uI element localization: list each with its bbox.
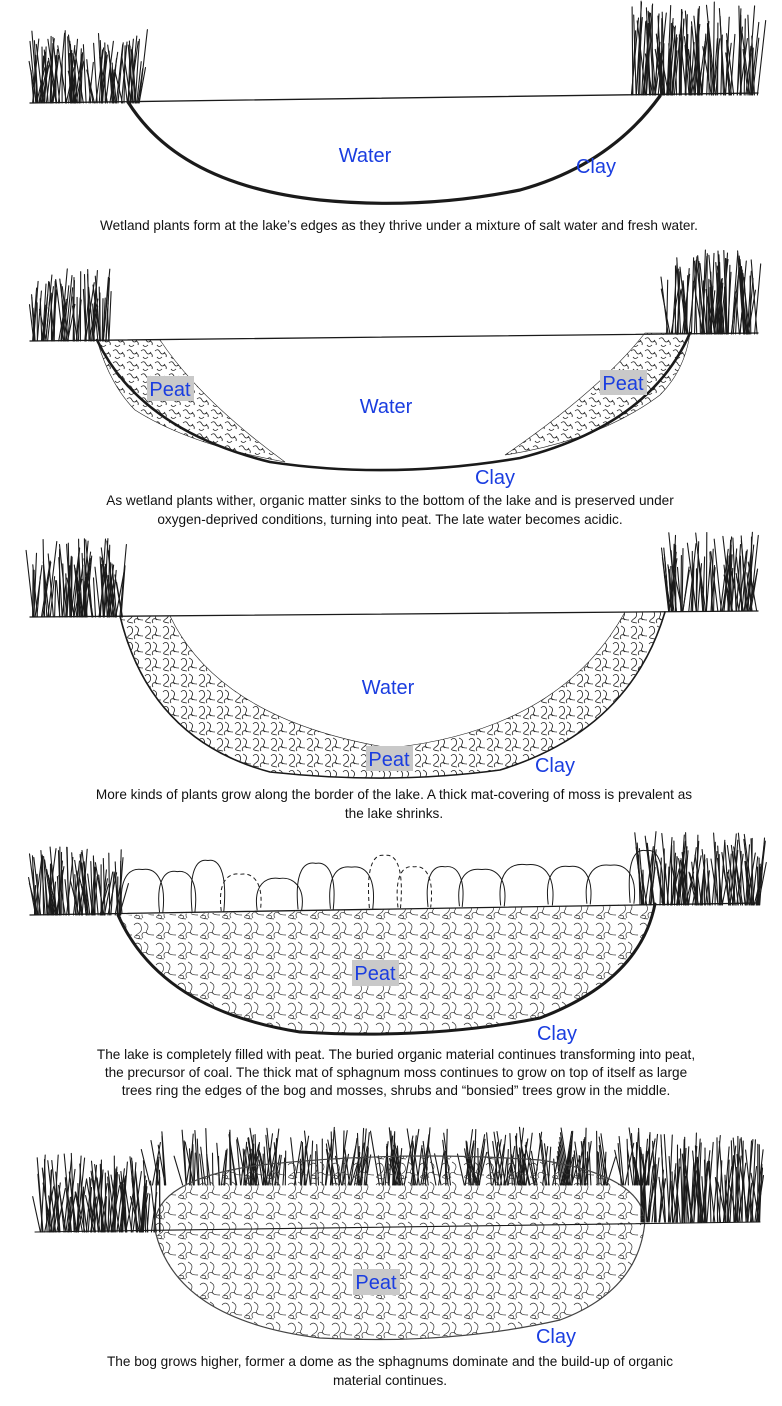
peat-label-box (366, 746, 413, 771)
caption-line: the lake shrinks. (345, 806, 443, 821)
peat-label-box (147, 376, 194, 401)
clay-label: Clay (536, 1326, 576, 1348)
peat-label: Peat (355, 1272, 397, 1294)
peat-label: Peat (354, 963, 396, 985)
caption-line: The lake is completely filled with peat.… (97, 1047, 695, 1062)
panel-2: Peat Peat Water Clay As wetland plants w… (28, 249, 762, 527)
wetland-grass-right (660, 249, 762, 335)
caption-line: Wetland plants form at the lake’s edges … (100, 218, 698, 233)
water-label: Water (339, 145, 392, 167)
wetland-grass-left (25, 538, 127, 618)
clay-label: Clay (535, 755, 575, 777)
panel-5: Peat Clay The bog grows higher, former a… (32, 1126, 765, 1388)
lake-basin (119, 611, 666, 779)
peat-label-right: Peat (602, 373, 644, 395)
peat-label-box (352, 960, 399, 986)
panel-1: Water Clay Wetland plants form at the la… (28, 0, 767, 233)
ground-line (29, 902, 759, 916)
caption-line: material continues. (333, 1373, 447, 1388)
peat-dome (154, 1155, 646, 1341)
lake-basin (126, 94, 662, 205)
wetland-grass-right (660, 531, 759, 612)
wetland-grass-left (28, 29, 148, 104)
lake-basin (116, 902, 657, 1036)
wetland-grass-right (630, 0, 767, 96)
clay-label: Clay (475, 467, 515, 489)
ground-line (34, 1221, 761, 1233)
wetland-grass-left (32, 1152, 161, 1233)
peat-label-left: Peat (149, 379, 191, 401)
caption-line: the precursor of coal. The thick mat of … (105, 1065, 687, 1080)
peat-deposit-right (504, 332, 691, 456)
clay-label: Clay (537, 1023, 577, 1045)
wetland-grass-right (638, 1132, 765, 1223)
lake-basin (95, 331, 692, 472)
shrub-row (120, 849, 664, 914)
panel-4: Peat Clay The lake is completely filled … (28, 831, 767, 1098)
wetland-grass-left (28, 268, 112, 342)
water-label: Water (362, 677, 415, 699)
wetland-grass-left (28, 846, 129, 916)
peat-label-box (353, 1269, 400, 1295)
panel-3: Water Peat Clay More kinds of plants gro… (25, 531, 759, 821)
peat-label: Peat (368, 749, 410, 771)
ground-line (29, 332, 759, 342)
water-label: Water (360, 396, 413, 418)
caption-line: More kinds of plants grow along the bord… (96, 787, 692, 802)
caption-line: The bog grows higher, former a dome as t… (107, 1354, 673, 1369)
wetland-grass-right (634, 831, 767, 906)
clay-label: Clay (576, 156, 616, 178)
peat-label-box (600, 370, 647, 395)
caption-line: trees ring the edges of the bog and moss… (122, 1083, 671, 1098)
caption-line: As wetland plants wither, organic matter… (106, 493, 674, 508)
caption-line: oxygen-deprived conditions, turning into… (157, 512, 622, 527)
